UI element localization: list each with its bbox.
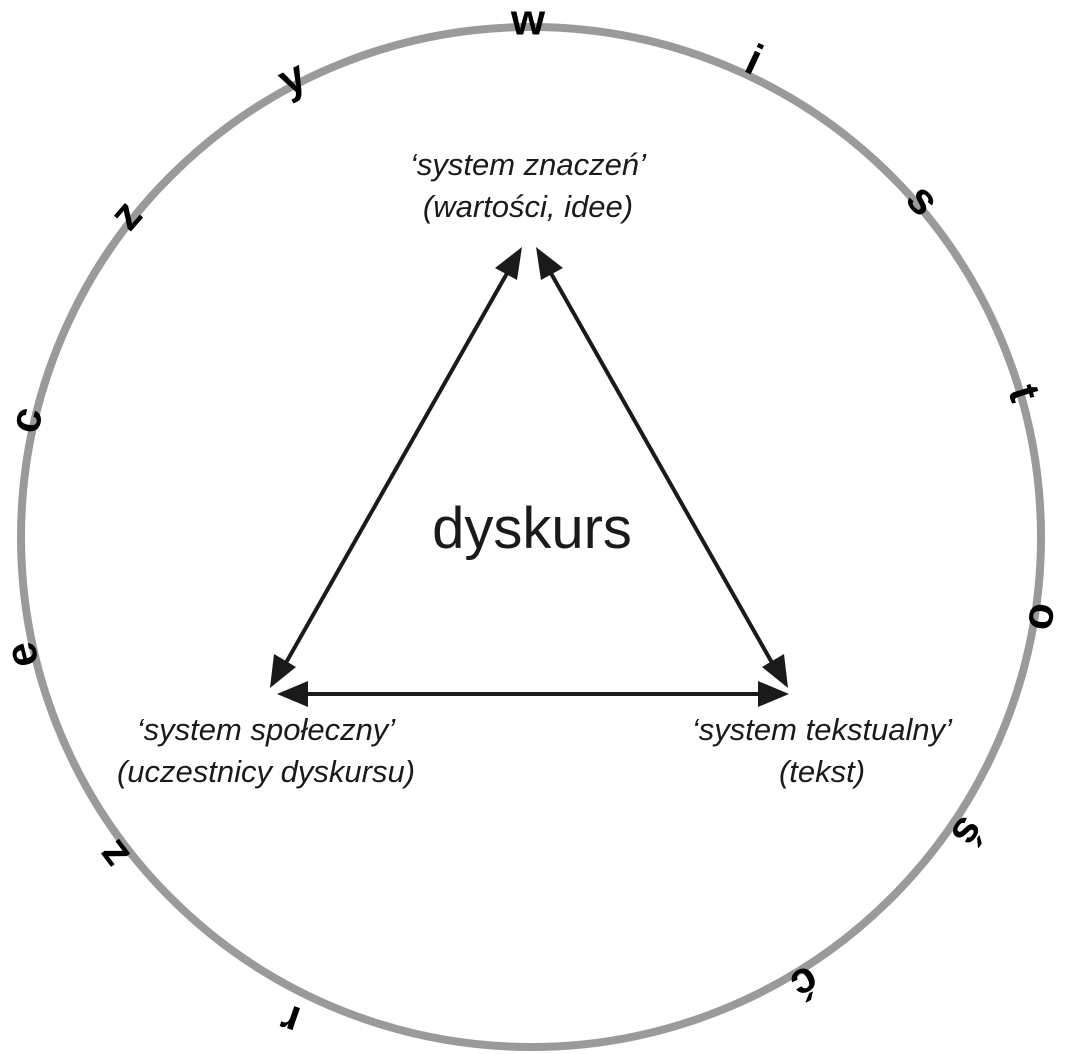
ring-letter-s: s — [896, 175, 949, 226]
triangle-arrows — [270, 247, 789, 707]
ring-letter-o: o — [1018, 600, 1067, 634]
arrowhead-social-top — [270, 654, 296, 688]
node-textual-system: ‘system tekstualny’ (tekst) — [692, 712, 953, 789]
arrow-meaning-social — [281, 267, 512, 669]
arrowhead-meaning-left — [495, 247, 522, 280]
node-social-subtitle: (uczestnicy dyskursu) — [117, 754, 415, 789]
reality-circle — [17, 23, 1045, 1051]
ring-letter-s-acute: ś — [941, 808, 995, 856]
node-meaning-title: ‘system znaczeń’ — [410, 147, 647, 182]
ring-letter-w: w — [510, 0, 546, 45]
ring-letter-c-acute: ć — [783, 956, 828, 1011]
arrowhead-social-bottom — [277, 681, 308, 707]
arrowhead-textual-top — [762, 654, 788, 688]
node-social-title: ‘system społeczny’ — [137, 712, 397, 747]
ring-letter-z: z — [87, 831, 139, 878]
center-label: dyskurs — [432, 496, 632, 561]
node-meaning-system: ‘system znaczeń’ (wartości, idee) — [410, 147, 647, 224]
ring-letter-c: c — [0, 403, 53, 438]
arrowhead-textual-bottom — [758, 681, 789, 707]
node-textual-subtitle: (tekst) — [779, 754, 865, 789]
arrow-meaning-textual — [546, 267, 777, 669]
node-social-system: ‘system społeczny’ (uczestnicy dyskursu) — [117, 712, 415, 789]
node-meaning-subtitle: (wartości, idee) — [423, 189, 633, 224]
node-textual-title: ‘system tekstualny’ — [692, 712, 953, 747]
ring-letter-r: r — [274, 994, 306, 1046]
arrowhead-meaning-right — [536, 247, 563, 280]
